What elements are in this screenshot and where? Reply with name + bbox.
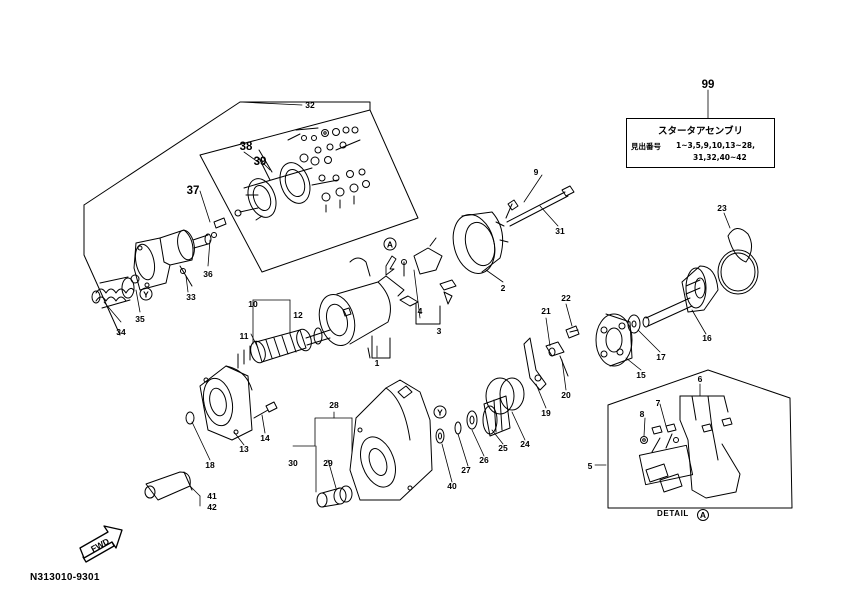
grease-tube (144, 471, 193, 501)
part-5: 5 (588, 461, 593, 471)
part-16: 16 (702, 333, 712, 343)
svg-text:A: A (700, 510, 706, 520)
part-19: 19 (541, 408, 551, 418)
yoke-field-frame (318, 237, 457, 359)
svg-text:Y: Y (143, 290, 149, 300)
washers-clutch (435, 377, 525, 444)
svg-text:Y: Y (437, 408, 443, 418)
detail-ref-marker: A (697, 509, 709, 521)
part-20: 20 (561, 390, 571, 400)
part-28: 28 (329, 400, 339, 410)
part-23: 23 (717, 203, 727, 213)
part-number-labels: 99 32 38 39 37 36 33 34 35 9 31 2 4 3 1 … (116, 79, 727, 512)
ref-marker-y-left: Y (139, 287, 153, 301)
part-4: 4 (418, 306, 423, 316)
screw-9 (505, 199, 519, 219)
part-34: 34 (116, 327, 126, 337)
armature (237, 327, 331, 369)
part-14: 14 (260, 433, 270, 443)
callout-label: 見出番号 (631, 142, 661, 151)
brush-plate-assembly (243, 162, 313, 218)
callout-range-line2: 31,32,40~42 (693, 153, 747, 162)
part-39: 39 (254, 156, 267, 168)
part-3: 3 (437, 326, 442, 336)
part-42: 42 (207, 502, 217, 512)
part-26: 26 (479, 455, 489, 465)
part-33: 33 (186, 292, 196, 302)
fwd-label: FWD (89, 536, 111, 554)
part-32: 32 (305, 100, 315, 110)
ref-marker-a: A (383, 237, 397, 276)
part-6: 6 (698, 374, 703, 384)
drawing-code: N313010-9301 (30, 572, 100, 583)
part-36: 36 (203, 269, 213, 279)
output-shaft-16 (642, 265, 719, 328)
fwd-arrow: FWD (79, 525, 123, 563)
bolt-set-upper (287, 126, 361, 166)
part-9: 9 (534, 167, 539, 177)
part-17: 17 (656, 352, 666, 362)
part-2: 2 (501, 283, 506, 293)
part-10: 10 (248, 299, 258, 309)
solenoid-switch (133, 217, 227, 291)
part-30: 30 (288, 458, 298, 468)
part-7: 7 (656, 398, 661, 408)
callout-range-line1: 1~3,5,9,10,13~28, (676, 141, 755, 150)
detail-wires (679, 395, 741, 499)
assembly-number: 99 (702, 79, 715, 91)
assembly-callout-box: スタータアセンブリ 見出番号 1~3,5,9,10,13~28, 31,32,4… (626, 118, 775, 168)
gear-housing (349, 379, 433, 501)
through-bolt-31 (506, 185, 575, 227)
ref-marker-y-right: Y (433, 405, 447, 419)
part-25: 25 (498, 443, 508, 453)
kit-hardware (234, 126, 370, 221)
bolt-set-lower (234, 168, 370, 221)
part-35: 35 (135, 314, 145, 324)
part-18: 18 (205, 460, 215, 470)
part-22: 22 (561, 293, 571, 303)
part-31: 31 (555, 226, 565, 236)
kit-32-outline (83, 101, 419, 336)
part-37: 37 (187, 185, 200, 197)
pinion-29-30 (316, 485, 353, 508)
detail-label: DETAIL (657, 509, 689, 518)
part-41: 41 (207, 491, 217, 501)
part-21: 21 (541, 306, 551, 316)
callout-title: スタータアセンブリ (657, 126, 744, 137)
part-1: 1 (375, 358, 380, 368)
detail-a-box (607, 369, 793, 509)
part-29: 29 (323, 458, 333, 468)
end-housing (185, 365, 278, 441)
part-13: 13 (239, 444, 249, 454)
plunger-spring (91, 274, 140, 309)
shift-lever (523, 325, 580, 391)
part-24: 24 (520, 439, 530, 449)
part-15: 15 (636, 370, 646, 380)
part-11: 11 (240, 331, 249, 341)
part-38: 38 (240, 141, 253, 153)
cover-23 (717, 228, 759, 295)
ref-marker-a-label: A (387, 240, 393, 250)
brush-holder (452, 211, 509, 274)
part-8: 8 (640, 409, 645, 419)
part-27: 27 (461, 465, 471, 475)
leader-lines (103, 89, 731, 507)
detail-brushes (638, 417, 733, 493)
part-12: 12 (293, 310, 303, 320)
part-40: 40 (447, 481, 457, 491)
planetary-gear (595, 313, 641, 367)
